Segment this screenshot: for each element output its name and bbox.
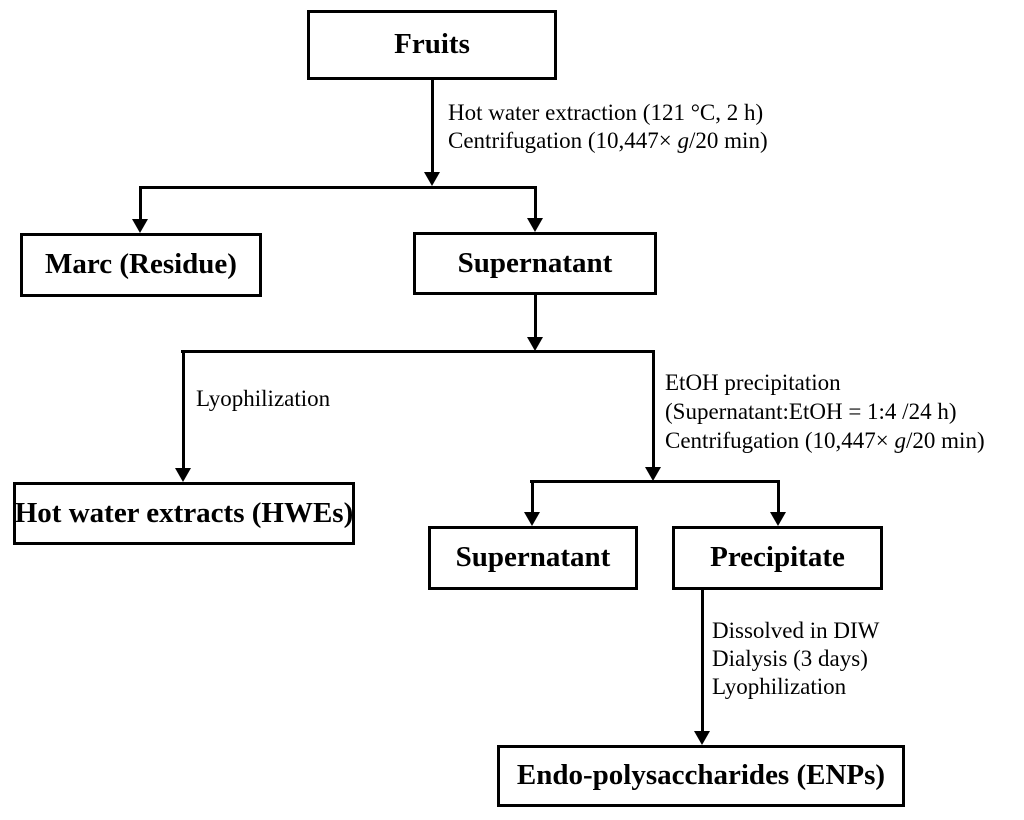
arrowhead-into-split3-icon [645,467,661,481]
arrowhead-into-supernatant2-icon [524,512,540,526]
edge-split2-to-hwe-line [182,352,185,469]
label-centrifugation2-g: g [894,428,907,453]
edge-fruits-down-line [431,80,434,173]
edge-precipitate-to-enp-line [701,590,704,732]
label-dissolved-diw: Dissolved in DIW [712,618,880,643]
label-centrifugation1-prefix: Centrifugation (10,447× [448,128,678,153]
node-fruits: Fruits [307,10,557,80]
edge-split2-horizontal-line [181,350,655,353]
edge-split3-to-supernatant2-line [531,482,534,513]
node-hot-water-extracts-label: Hot water extracts (HWEs) [14,496,354,529]
label-hot-water-extraction-line1: Hot water extraction (121 °C, 2 h) [448,100,764,125]
edge-supernatant1-down-line [534,295,537,338]
label-lyophilization-1: Lyophilization [196,386,331,411]
node-supernatant-2: Supernatant [428,526,638,590]
label-hot-water-extraction: Hot water extraction (121 °C, 2 h) Centr… [448,99,768,155]
node-fruits-label: Fruits [394,28,470,61]
node-supernatant-2-label: Supernatant [455,541,611,574]
arrowhead-into-enp-icon [694,731,710,745]
label-centrifugation1-suffix: /20 min) [689,128,768,153]
arrowhead-into-split1-icon [424,172,440,186]
node-endo-polysaccharides-label: Endo-polysaccharides (ENPs) [516,759,886,792]
label-centrifugation1-g: g [677,128,690,153]
label-centrifugation2-suffix: /20 min) [906,428,985,453]
label-etoh-line2: (Supernatant:EtOH = 1:4 /24 h) [665,399,957,424]
arrowhead-into-supernatant1-icon [527,218,543,232]
node-endo-polysaccharides: Endo-polysaccharides (ENPs) [497,745,905,807]
edge-split1-to-supernatant1-line [534,188,537,219]
edge-split2-to-etoh-line [652,352,655,468]
node-precipitate: Precipitate [672,526,883,590]
node-marc-residue: Marc (Residue) [20,233,262,297]
label-lyophilization-2: Lyophilization [712,674,847,699]
edge-split3-horizontal-line [530,480,780,483]
node-hot-water-extracts: Hot water extracts (HWEs) [13,482,355,545]
node-supernatant-1: Supernatant [413,232,657,295]
label-dialysis: Dialysis (3 days) [712,646,868,671]
label-etoh-line1: EtOH precipitation [665,370,841,395]
edge-split3-to-precipitate-line [777,482,780,513]
label-etoh-line3: Centrifugation (10,447× g/20 min) [665,426,985,455]
arrowhead-into-split2-icon [527,337,543,351]
node-supernatant-1-label: Supernatant [457,246,613,279]
label-etoh-precipitation: EtOH precipitation (Supernatant:EtOH = 1… [665,368,985,455]
edge-split1-to-marc-line [139,188,142,220]
label-centrifugation2-prefix: Centrifugation (10,447× [665,428,895,453]
edge-split1-horizontal-line [139,186,537,189]
node-marc-residue-label: Marc (Residue) [45,248,237,281]
arrowhead-into-hwe-icon [175,468,191,482]
arrowhead-into-marc-icon [132,219,148,233]
label-hot-water-extraction-line2: Centrifugation (10,447× g/20 min) [448,127,768,155]
label-enp-steps: Dissolved in DIW Dialysis (3 days) Lyoph… [712,617,879,701]
arrowhead-into-precipitate-icon [770,512,786,526]
node-precipitate-label: Precipitate [710,541,845,574]
